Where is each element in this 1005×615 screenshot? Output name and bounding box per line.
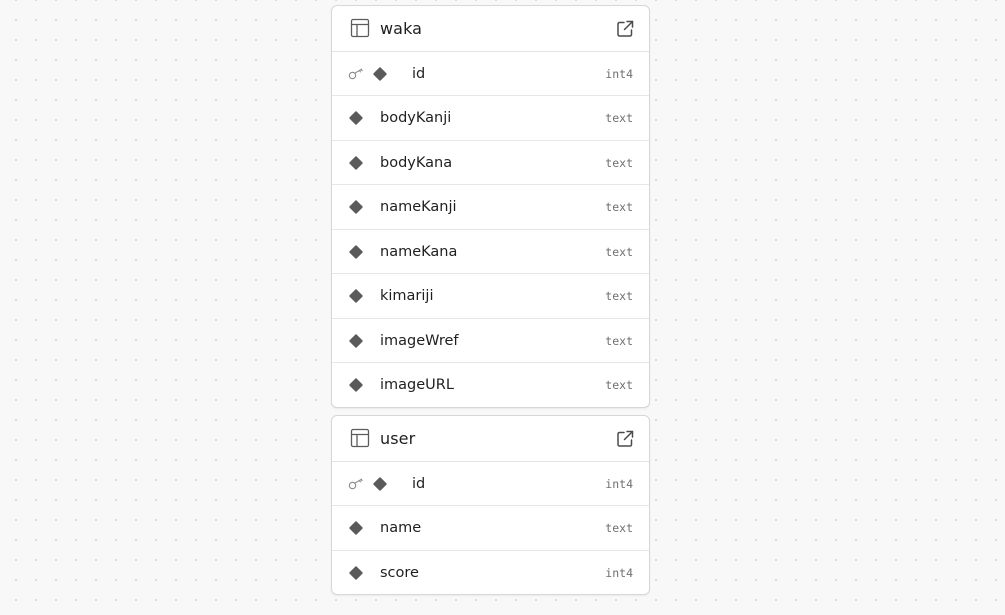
column-name: nameKana <box>380 243 458 260</box>
column-diamond-icon <box>348 199 364 215</box>
column-type: text <box>605 111 633 125</box>
column-name: imageURL <box>380 377 454 393</box>
column-diamond-icon <box>348 565 364 580</box>
column-diamond-icon <box>348 377 364 393</box>
key-icon <box>348 478 363 489</box>
external-link-icon[interactable] <box>615 19 635 39</box>
column-name: name <box>380 520 422 536</box>
key-icon <box>348 68 363 79</box>
column-row-imageWref[interactable]: imageWref text <box>332 319 649 363</box>
column-type: int4 <box>605 476 633 491</box>
column-type: text <box>605 244 633 259</box>
table-header[interactable]: user <box>332 416 649 462</box>
column-name: imageWref <box>380 332 459 349</box>
column-diamond-icon <box>348 288 364 304</box>
column-diamond-icon <box>372 476 388 491</box>
table-header[interactable]: waka <box>332 6 649 52</box>
column-type: int4 <box>605 66 633 81</box>
column-type: text <box>605 155 633 170</box>
column-row-id[interactable]: id int4 <box>332 462 649 506</box>
column-row-kimariji[interactable]: kimariji text <box>332 274 649 319</box>
table-name: waka <box>380 19 423 38</box>
column-row-imageURL[interactable]: imageURL text <box>332 363 649 407</box>
column-row-score[interactable]: score int4 <box>332 551 649 594</box>
table-name: user <box>380 429 416 448</box>
table-card-waka[interactable]: waka id int4 bodyKanji text bodyKana tex… <box>331 5 650 408</box>
table-icon <box>350 18 370 38</box>
column-row-nameKana[interactable]: nameKana text <box>332 230 649 274</box>
column-row-name[interactable]: name text <box>332 506 649 551</box>
column-diamond-icon <box>372 66 388 81</box>
column-name: nameKanji <box>380 199 457 215</box>
column-name: score <box>380 564 419 581</box>
external-link-icon[interactable] <box>615 429 635 449</box>
table-icon <box>350 428 370 448</box>
column-name: bodyKana <box>380 154 453 171</box>
column-row-bodyKanji[interactable]: bodyKanji text <box>332 96 649 141</box>
column-diamond-icon <box>348 244 364 259</box>
column-type: text <box>605 200 633 214</box>
column-name: id <box>412 475 426 492</box>
column-diamond-icon <box>348 110 364 126</box>
column-diamond-icon <box>348 155 364 170</box>
column-type: text <box>605 521 633 535</box>
column-name: id <box>412 65 426 82</box>
column-type: int4 <box>605 565 633 580</box>
column-row-nameKanji[interactable]: nameKanji text <box>332 185 649 230</box>
column-row-id[interactable]: id int4 <box>332 52 649 96</box>
column-name: bodyKanji <box>380 110 452 126</box>
column-type: text <box>605 378 633 392</box>
column-type: text <box>605 333 633 348</box>
column-row-bodyKana[interactable]: bodyKana text <box>332 141 649 185</box>
column-diamond-icon <box>348 333 364 348</box>
table-card-user[interactable]: user id int4 name text score int4 <box>331 415 650 595</box>
column-diamond-icon <box>348 520 364 536</box>
column-name: kimariji <box>380 288 434 304</box>
column-type: text <box>605 289 633 303</box>
